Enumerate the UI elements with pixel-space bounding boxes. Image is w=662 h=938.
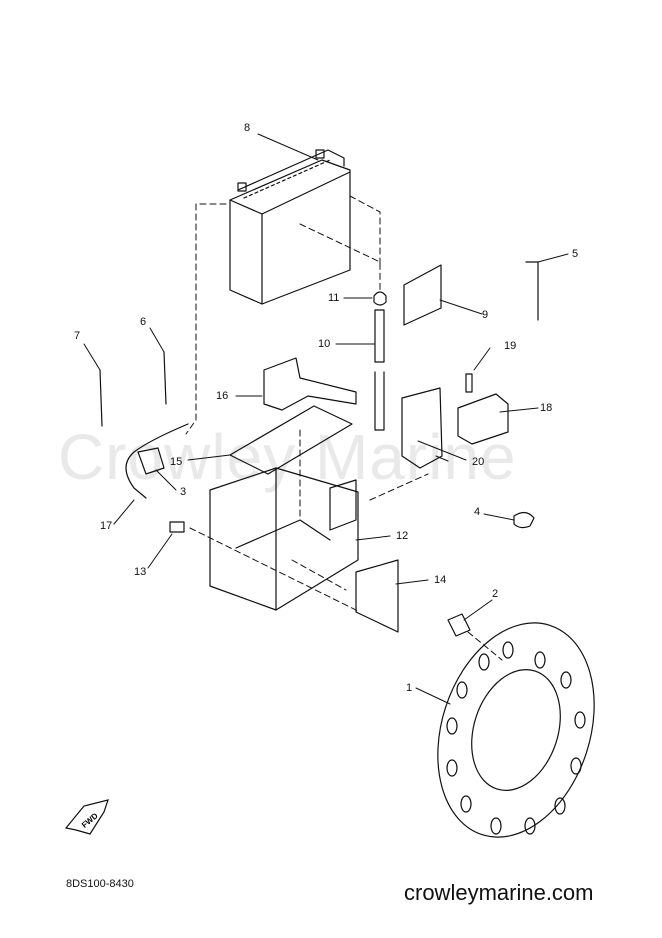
callout-10: 10 — [318, 338, 331, 350]
callout-20: 20 — [472, 456, 485, 468]
callout-19: 19 — [504, 340, 517, 352]
callout-18: 18 — [540, 402, 553, 414]
callout-11: 11 — [328, 292, 340, 304]
callout-4: 4 — [474, 506, 481, 518]
callout-2: 2 — [492, 588, 499, 600]
callout-3: 3 — [180, 486, 187, 498]
callout-13: 13 — [134, 566, 147, 578]
callout-8: 8 — [244, 122, 251, 134]
relay-bolt-part — [465, 373, 473, 393]
callout-15: 15 — [170, 456, 183, 468]
callout-17: 17 — [100, 520, 113, 532]
callout-9: 9 — [482, 309, 489, 321]
callout-7: 7 — [74, 330, 81, 342]
callout-16: 16 — [216, 390, 229, 402]
lead-wire-part — [125, 423, 189, 499]
hose-clamp-part — [373, 291, 387, 306]
starter-relay-part — [457, 393, 509, 445]
battery-pad-part — [403, 264, 442, 326]
box-sheet-part — [355, 559, 399, 633]
breather-tube-part — [374, 309, 385, 431]
wire-clip-part — [137, 447, 165, 475]
callout-14: 14 — [434, 574, 447, 586]
box-bolt-part — [169, 521, 185, 533]
cable-band-6-part — [163, 351, 167, 405]
battery-strap-part — [263, 357, 357, 411]
website-link[interactable]: crowleymarine.com — [404, 880, 594, 905]
rotor-disc-part — [437, 622, 595, 838]
fwd-arrow-icon: FWD — [64, 799, 109, 835]
drawing-code: 8DS100-8430 — [66, 878, 134, 890]
relay-cover-part — [401, 387, 443, 469]
cable-band-7-part — [99, 369, 103, 427]
battery-box-part — [209, 467, 359, 611]
battery-part — [229, 149, 351, 305]
wire-clamp-part — [513, 511, 535, 529]
cable-band-5-part — [525, 261, 539, 321]
battery-sheet-part — [229, 405, 353, 475]
callout-12: 12 — [396, 530, 409, 542]
callout-1: 1 — [406, 682, 413, 694]
disc-bolt-part — [447, 613, 471, 637]
callout-5: 5 — [572, 248, 579, 260]
callout-6: 6 — [140, 316, 147, 328]
